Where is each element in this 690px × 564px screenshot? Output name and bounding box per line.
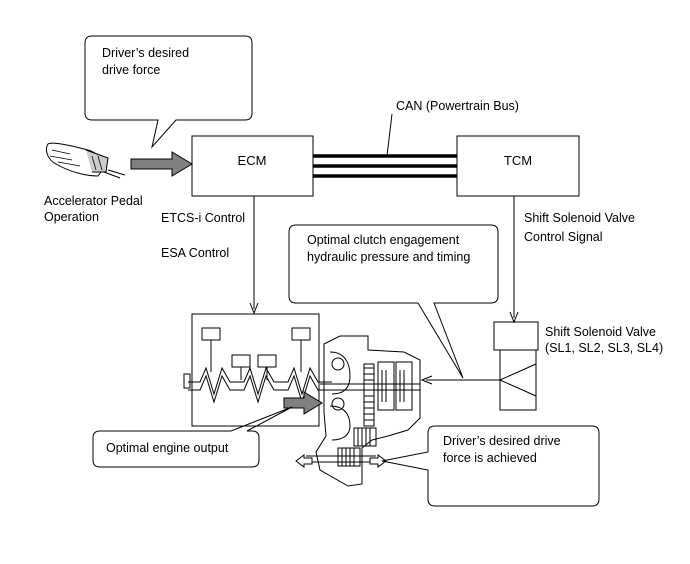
driver-input-arrow bbox=[130, 151, 193, 177]
piston-3 bbox=[257, 354, 277, 380]
callout-achieved-text-1: Driver’s desired drive bbox=[443, 434, 561, 448]
callout-clutch-engagement: Optimal clutch engagement hydraulic pres… bbox=[288, 224, 499, 379]
piston-1 bbox=[201, 327, 221, 372]
engine-output-arrow bbox=[283, 391, 323, 415]
tcm-box bbox=[456, 135, 580, 197]
esa-label: ESA Control bbox=[161, 246, 229, 260]
callout-force-achieved: Driver’s desired drive force is achieved bbox=[381, 425, 600, 507]
callout-clutch-text-2: hydraulic pressure and timing bbox=[307, 250, 470, 264]
output-arrow-right bbox=[369, 454, 387, 468]
piston-2 bbox=[231, 354, 251, 380]
callout-driver-force-text-1: Driver’s desired bbox=[102, 46, 189, 60]
tcm-label: TCM bbox=[504, 153, 532, 168]
callout-driver-desired-force: Driver’s desired drive force bbox=[84, 35, 253, 149]
accelerator-label-1: Accelerator Pedal bbox=[44, 194, 143, 208]
shift-solenoid-valve bbox=[493, 321, 539, 411]
output-arrow-left bbox=[295, 454, 313, 468]
solenoid-valves-label: (SL1, SL2, SL3, SL4) bbox=[545, 341, 663, 355]
shift-solenoid-valve-label: Shift Solenoid Valve bbox=[545, 325, 656, 339]
can-bus-label: CAN (Powertrain Bus) bbox=[396, 99, 519, 113]
ecm-control-arrowhead bbox=[249, 302, 259, 315]
ecm-label: ECM bbox=[238, 153, 267, 168]
accelerator-label-2: Operation bbox=[44, 210, 99, 224]
piston-4 bbox=[291, 327, 311, 372]
shift-signal-label-2: Control Signal bbox=[524, 230, 603, 244]
etcs-label: ETCS-i Control bbox=[161, 211, 245, 225]
callout-driver-force-text-2: drive force bbox=[102, 63, 160, 77]
callout-clutch-text-1: Optimal clutch engagement bbox=[307, 233, 460, 247]
callout-engine-output: Optimal engine output bbox=[92, 406, 293, 468]
accelerator-pedal-icon bbox=[45, 142, 126, 179]
shift-signal-label-1: Shift Solenoid Valve bbox=[524, 211, 635, 225]
solenoid-to-transmission-arrowhead bbox=[420, 375, 433, 385]
transmission-illustration bbox=[306, 335, 421, 487]
can-bus bbox=[313, 113, 457, 178]
callout-achieved-text-2: force is achieved bbox=[443, 451, 537, 465]
callout-engine-output-text: Optimal engine output bbox=[106, 441, 229, 455]
